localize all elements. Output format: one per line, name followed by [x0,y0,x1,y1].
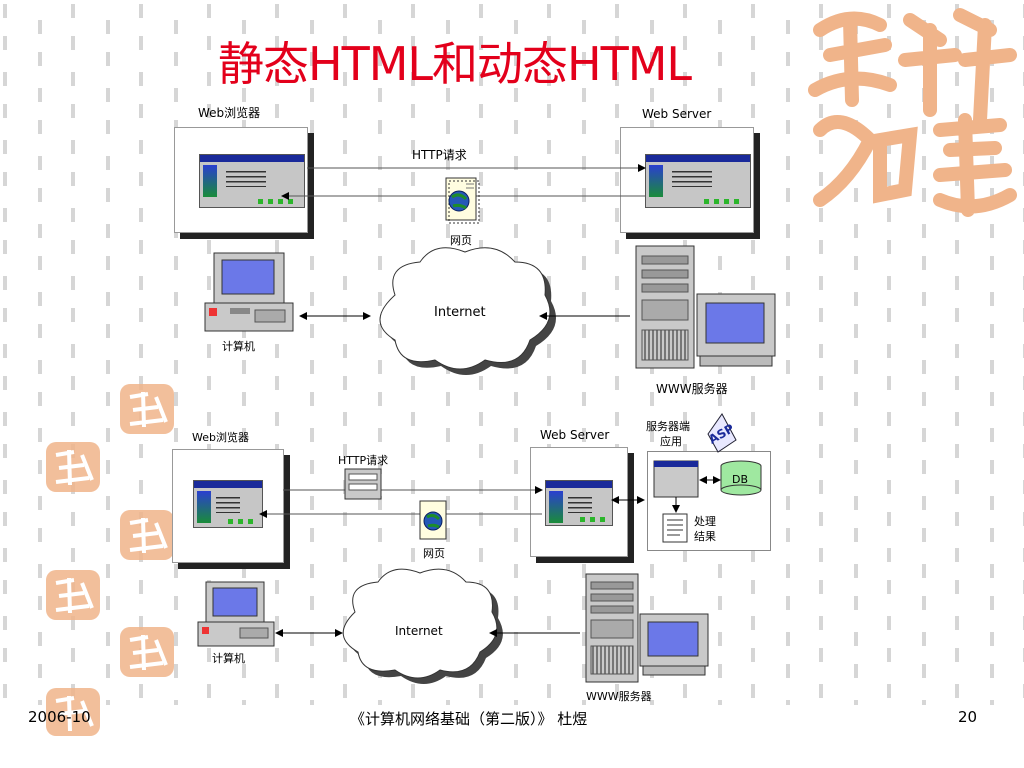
webpage-document-icon [445,177,480,224]
server-app-label-line2: 应用 [660,435,682,448]
result-label-line2: 结果 [694,530,716,543]
seal-decoration-1 [120,384,174,434]
browser-window-icon [193,480,263,528]
server-tower-icon [585,573,639,683]
bottom-computer-label: 计算机 [212,652,245,665]
server-tower-icon [635,245,695,369]
browser-window-icon [645,154,751,208]
top-browser-box [174,127,308,233]
webpage-document-icon [419,500,447,540]
bottom-browser-box [172,449,284,563]
bottom-server-label: Web Server [540,428,610,442]
desktop-computer-icon [204,252,294,332]
desktop-computer-icon [197,581,275,647]
top-browser-label: Web浏览器 [198,106,261,120]
calligraphy-decoration [808,8,1017,217]
top-webpage-label: 网页 [450,234,472,247]
seal-decoration-5 [120,627,174,677]
top-server-label: Web Server [642,107,712,121]
top-internet-label: Internet [434,305,486,320]
bottom-diagram-graphics [197,413,762,684]
top-server-box [620,127,754,233]
cloud-icon [379,247,556,375]
database-icon [720,460,762,496]
cloud-icon [342,568,503,684]
footer-page-number: 20 [958,708,978,726]
desktop-computer-icon [696,293,776,367]
result-document-icon [662,513,688,543]
seal-decoration-4 [46,570,100,620]
seal-decoration-3 [120,510,174,560]
server-app-label-line1: 服务器端 [646,420,690,433]
footer-date: 2006-10 [28,708,91,726]
asp-icon [707,413,737,453]
result-label-line1: 处理 [694,515,716,528]
top-diagram-graphics [204,164,776,375]
bottom-browser-label: Web浏览器 [192,431,249,444]
page-title: 静态HTML和动态HTML [218,37,692,91]
seal-decoration-6 [46,688,100,736]
top-computer-label: 计算机 [222,340,255,353]
db-label: DB [732,473,749,486]
form-icon [344,468,382,500]
bottom-internet-label: Internet [395,624,443,638]
footer-book: 《计算机网络基础（第二版）》 杜煜 [350,710,588,728]
browser-window-icon [545,480,613,526]
top-www-server-label: WWW服务器 [656,382,728,396]
seal-decoration-2 [46,442,100,492]
bottom-webpage-label: 网页 [423,547,445,560]
bottom-http-request-label: HTTP请求 [338,454,389,467]
top-http-request-label: HTTP请求 [412,148,467,162]
bottom-www-server-label: WWW服务器 [586,690,652,703]
desktop-computer-icon [639,613,709,676]
